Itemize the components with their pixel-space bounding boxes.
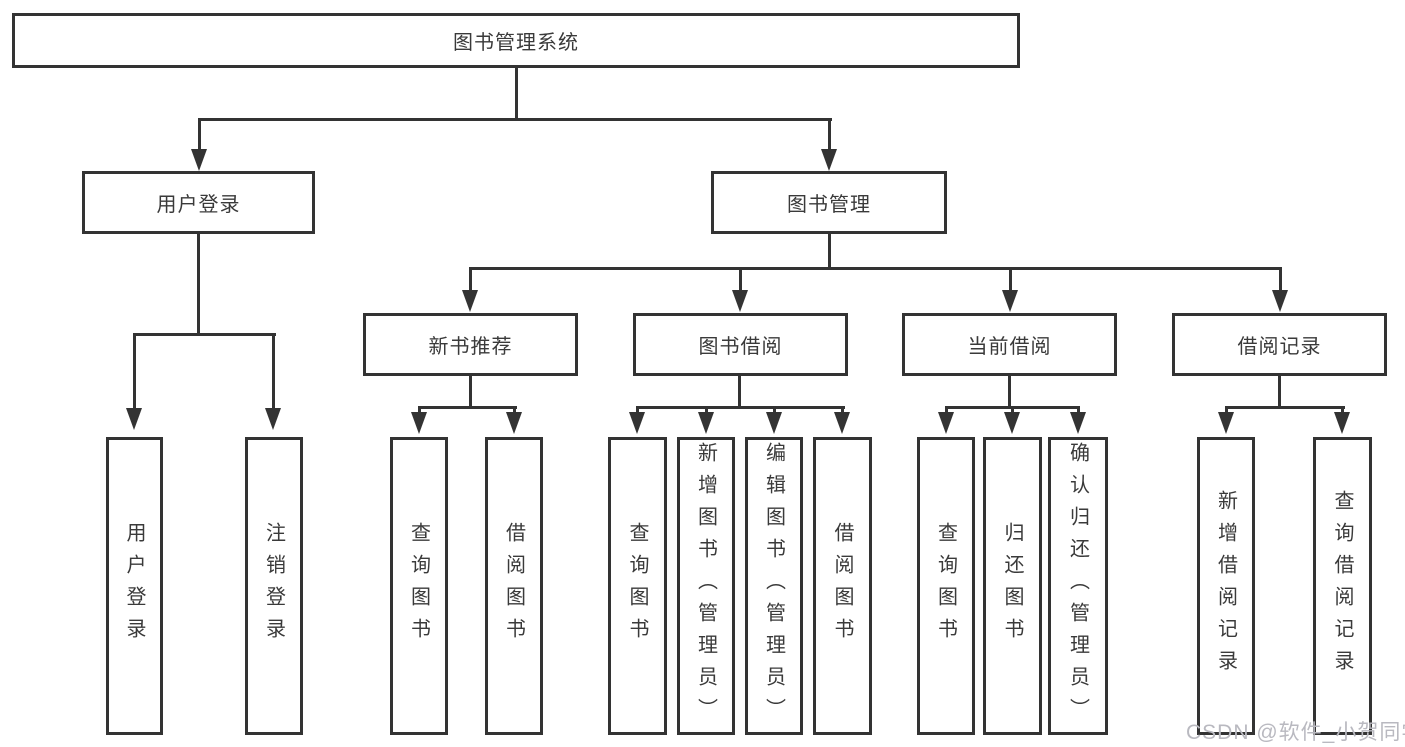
leaf-br-add-record: 新增借阅记录: [1197, 437, 1255, 735]
connector-line: [469, 267, 1282, 270]
leaf-br-query-record: 查询借阅记录: [1313, 437, 1372, 735]
leaf-nb-borrow-book-label: 借阅图书: [502, 522, 525, 650]
connector-line: [739, 267, 742, 291]
leaf-nb-query-book-label: 查询图书: [407, 522, 430, 650]
connector-line: [469, 267, 472, 291]
leaf-logout: 注销登录: [245, 437, 303, 735]
arrow-down-icon: [126, 408, 142, 430]
leaf-bb-borrow-book: 借阅图书: [813, 437, 872, 735]
arrow-down-icon: [732, 290, 748, 312]
arrow-down-icon: [265, 408, 281, 430]
node-new-book-recommend-label: 新书推荐: [428, 336, 513, 358]
arrow-down-icon: [191, 149, 207, 171]
connector-line: [197, 234, 200, 336]
connector-line: [198, 118, 832, 121]
connector-line: [272, 333, 275, 408]
node-current-borrow-label: 当前借阅: [967, 336, 1052, 358]
leaf-bb-query-book-label: 查询图书: [626, 522, 648, 650]
arrow-down-icon: [821, 149, 837, 171]
node-book-borrow: 图书借阅: [633, 313, 848, 376]
arrow-down-icon: [938, 412, 954, 434]
node-book-borrow-label: 图书借阅: [698, 336, 783, 358]
node-root-label: 图书管理系统: [453, 32, 579, 54]
arrow-down-icon: [1002, 290, 1018, 312]
connector-line: [133, 333, 136, 408]
connector-line: [133, 333, 276, 336]
connector-line: [1009, 267, 1012, 291]
arrow-down-icon: [766, 412, 782, 434]
leaf-br-query-record-label: 查询借阅记录: [1331, 490, 1353, 682]
connector-line: [418, 406, 517, 409]
connector-line: [469, 376, 472, 409]
arrow-down-icon: [411, 412, 427, 434]
connector-line: [515, 68, 518, 121]
connector-line: [198, 118, 201, 150]
leaf-br-add-record-label: 新增借阅记录: [1214, 490, 1237, 682]
leaf-bb-query-book: 查询图书: [608, 437, 667, 735]
leaf-bb-add-book-admin: 新增图书（管理员）: [677, 437, 735, 735]
leaf-cb-query-book-label: 查询图书: [934, 522, 957, 650]
arrow-down-icon: [1334, 412, 1350, 434]
arrow-down-icon: [1070, 412, 1086, 434]
connector-line: [1225, 406, 1228, 414]
connector-line: [1278, 376, 1281, 409]
connector-line: [841, 406, 844, 414]
connector-line: [1008, 376, 1011, 409]
node-user-login: 用户登录: [82, 171, 315, 234]
connector-line: [1011, 406, 1014, 414]
node-borrow-record: 借阅记录: [1172, 313, 1387, 376]
node-new-book-recommend: 新书推荐: [363, 313, 578, 376]
leaf-bb-edit-book-admin: 编辑图书（管理员）: [745, 437, 803, 735]
connector-line: [945, 406, 948, 414]
connector-line: [1279, 267, 1282, 291]
arrow-down-icon: [1004, 412, 1020, 434]
leaf-bb-borrow-book-label: 借阅图书: [831, 522, 853, 650]
leaf-nb-borrow-book: 借阅图书: [485, 437, 543, 735]
node-user-login-label: 用户登录: [156, 194, 241, 216]
leaf-bb-add-book-admin-label: 新增图书（管理员）: [694, 442, 717, 730]
leaf-cb-query-book: 查询图书: [917, 437, 975, 735]
leaf-nb-query-book: 查询图书: [390, 437, 448, 735]
connector-line: [636, 406, 639, 414]
leaf-cb-confirm-return-admin-label: 确认归还（管理员）: [1066, 442, 1089, 730]
connector-line: [636, 406, 845, 409]
arrow-down-icon: [462, 290, 478, 312]
connector-line: [773, 406, 776, 414]
connector-line: [1341, 406, 1344, 414]
leaf-cb-confirm-return-admin: 确认归还（管理员）: [1048, 437, 1108, 735]
connector-line: [828, 234, 831, 270]
arrow-down-icon: [698, 412, 714, 434]
node-root: 图书管理系统: [12, 13, 1020, 68]
leaf-logout-label: 注销登录: [262, 522, 285, 650]
connector-line: [705, 406, 708, 414]
arrow-down-icon: [506, 412, 522, 434]
arrow-down-icon: [834, 412, 850, 434]
connector-line: [738, 376, 741, 409]
connector-line: [513, 406, 516, 414]
watermark: CSDN @软件_小贺同学: [1186, 721, 1405, 744]
leaf-bb-edit-book-admin-label: 编辑图书（管理员）: [762, 442, 785, 730]
leaf-cb-return-book: 归还图书: [983, 437, 1042, 735]
arrow-down-icon: [629, 412, 645, 434]
arrow-down-icon: [1218, 412, 1234, 434]
leaf-user-login: 用户登录: [106, 437, 163, 735]
leaf-cb-return-book-label: 归还图书: [1001, 522, 1023, 650]
leaf-user-login-label: 用户登录: [123, 522, 145, 650]
node-book-management-label: 图书管理: [787, 194, 871, 216]
node-borrow-record-label: 借阅记录: [1237, 336, 1322, 358]
connector-line: [1225, 406, 1345, 409]
node-book-management: 图书管理: [711, 171, 947, 234]
connector-line: [828, 118, 831, 150]
connector-line: [1077, 406, 1080, 414]
arrow-down-icon: [1272, 290, 1288, 312]
node-current-borrow: 当前借阅: [902, 313, 1117, 376]
connector-line: [418, 406, 421, 414]
